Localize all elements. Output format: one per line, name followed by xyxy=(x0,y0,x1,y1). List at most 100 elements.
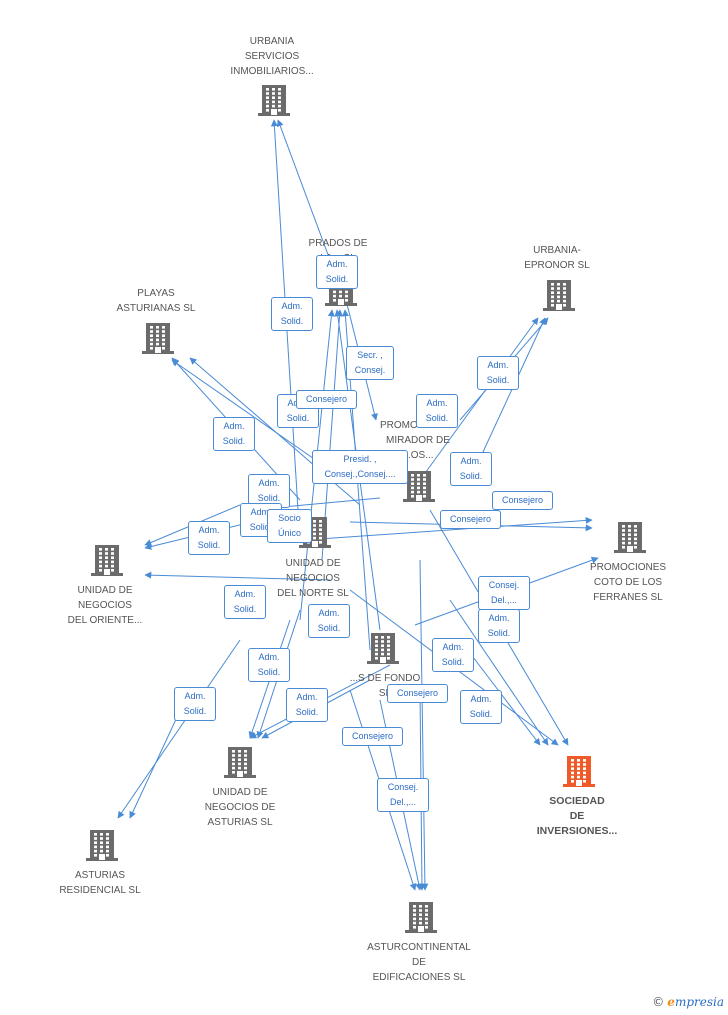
role-text: Adm. xyxy=(470,694,492,704)
company-name-line: PROMOCIONES xyxy=(589,562,667,573)
company-building-icon[interactable] xyxy=(142,321,174,360)
role-text: Solid. xyxy=(325,274,349,284)
company-highlight-icon[interactable] xyxy=(563,754,595,793)
relationship-role-label[interactable]: Adm. Solid. xyxy=(416,394,458,428)
company-name-line: NEGOCIOS xyxy=(286,573,340,584)
company-building-icon[interactable] xyxy=(543,278,575,317)
company-name-line: NEGOCIOS xyxy=(78,600,132,611)
company-node-promo_coto[interactable]: PROMOCIONES COTO DE LOS FERRANES SL xyxy=(568,560,688,605)
role-text: Único xyxy=(277,528,301,538)
relationship-role-label[interactable]: Adm.Solid. xyxy=(450,452,492,486)
relationship-role-label[interactable]: Adm.Solid. xyxy=(432,638,474,672)
relationship-role-label[interactable]: Adm. Solid. xyxy=(213,417,255,451)
role-text: Solid. xyxy=(197,540,221,550)
company-name-line: RESIDENCIAL SL xyxy=(59,885,141,896)
relationship-role-label[interactable]: Consejero xyxy=(440,510,501,529)
empresia-watermark: ©empresia xyxy=(652,995,724,1009)
relationship-role-label[interactable]: Presid. ,Consej.,Consej.... xyxy=(312,450,408,484)
company-building-icon[interactable] xyxy=(614,520,646,559)
company-name-line: UNIDAD DE xyxy=(285,558,341,569)
company-building-icon[interactable] xyxy=(367,631,399,670)
role-text: Adm. xyxy=(281,301,303,311)
company-name-line: SERVICIOS xyxy=(244,51,300,62)
company-name-line: PRADOS DE xyxy=(308,238,368,249)
relationship-role-label[interactable]: Consejero xyxy=(296,390,357,409)
company-name-line: UNIDAD DE xyxy=(77,585,133,596)
role-text: Solid. xyxy=(222,436,246,446)
company-name-line: SOCIEDAD xyxy=(549,795,605,807)
company-building-icon[interactable] xyxy=(403,469,435,508)
relationship-role-label[interactable]: Adm. Solid. xyxy=(478,609,520,643)
company-building-icon[interactable] xyxy=(86,828,118,867)
role-text: Presid. , xyxy=(343,454,377,464)
role-text: Adm. xyxy=(487,360,509,370)
role-text: Solid. xyxy=(487,628,511,638)
role-text: Adm. xyxy=(296,692,318,702)
relationship-role-label[interactable]: Adm.Solid. xyxy=(308,604,350,638)
role-text: Adm. xyxy=(234,589,256,599)
company-name-line: MIRADOR DE xyxy=(386,435,450,446)
relationship-role-label[interactable]: Adm.Solid. xyxy=(248,648,290,682)
company-name-line: DEL ORIENTE... xyxy=(67,615,143,626)
role-text: Solid. xyxy=(257,667,281,677)
relationship-role-label[interactable]: Adm.Solid. xyxy=(316,255,358,289)
company-building-icon[interactable] xyxy=(224,745,256,784)
company-name-line: ASTURIAS xyxy=(74,870,125,881)
role-text: Consejero xyxy=(396,688,439,698)
company-building-icon[interactable] xyxy=(405,900,437,939)
role-text: Adm. xyxy=(426,398,448,408)
relationship-role-label[interactable]: Consej. Del.,... xyxy=(478,576,530,610)
relationship-edge xyxy=(449,599,549,746)
company-name-line: PLAYAS xyxy=(137,288,175,299)
relationship-role-label[interactable]: Consejero xyxy=(342,727,403,746)
relationship-edge xyxy=(144,571,331,581)
company-name-line: INVERSIONES... xyxy=(536,825,618,837)
relationship-role-label[interactable]: Consej.Del.,... xyxy=(377,778,429,812)
role-text: Secr. , xyxy=(357,350,383,360)
company-node-asturias_res[interactable]: ASTURIAS RESIDENCIAL SL xyxy=(40,868,160,898)
relationship-edge xyxy=(304,516,593,541)
role-text: Consej. xyxy=(387,782,419,792)
company-building-icon[interactable] xyxy=(91,543,123,582)
role-text: Adm. xyxy=(198,525,220,535)
company-name-line: COTO DE LOS xyxy=(593,577,663,588)
relationship-role-label[interactable]: Adm.Solid. xyxy=(460,690,502,724)
relationship-role-label[interactable]: Consejero xyxy=(387,684,448,703)
relationship-role-label[interactable]: Secr. ,Consej. xyxy=(346,346,394,380)
company-name-line: URBANIA- xyxy=(533,245,581,256)
role-text: Adm. xyxy=(488,613,510,623)
company-building-icon[interactable] xyxy=(258,83,290,122)
role-text: Solid. xyxy=(233,604,257,614)
role-text: Adm. xyxy=(258,478,280,488)
role-text: Del.,... xyxy=(490,595,517,605)
company-name-line: ASTURCONTINENTAL xyxy=(367,942,471,953)
relationship-edge xyxy=(171,359,331,471)
company-name-line: EPRONOR SL xyxy=(524,260,590,271)
relationship-edge xyxy=(276,119,331,261)
relationship-role-label[interactable]: Adm. Solid. xyxy=(188,521,230,555)
role-text: Solid. xyxy=(183,706,207,716)
company-name-line: ASTURIAS SL xyxy=(207,817,273,828)
relationship-role-label[interactable]: Adm. Solid. xyxy=(224,585,266,619)
relationship-role-label[interactable]: Adm.Solid. xyxy=(271,297,313,331)
role-text: Consej. xyxy=(488,580,520,590)
role-text: Adm. xyxy=(318,608,340,618)
relationship-role-label[interactable]: Adm.Solid. xyxy=(174,687,216,721)
company-node-urbania_ep[interactable]: URBANIA- EPRONOR SL xyxy=(497,243,617,273)
copyright-symbol: © xyxy=(652,995,665,1009)
relationship-role-label[interactable]: Adm.Solid. xyxy=(286,688,328,722)
relationship-role-label[interactable]: Consejero xyxy=(492,491,553,510)
relationship-role-label[interactable]: Adm.Solid. xyxy=(477,356,519,390)
role-text: Adm. xyxy=(223,421,245,431)
company-name-line: FERRANES SL xyxy=(593,592,663,603)
company-node-unidad_oriente[interactable]: UNIDAD DE NEGOCIOS DEL ORIENTE... xyxy=(45,583,165,628)
role-text: Solid. xyxy=(425,413,449,423)
